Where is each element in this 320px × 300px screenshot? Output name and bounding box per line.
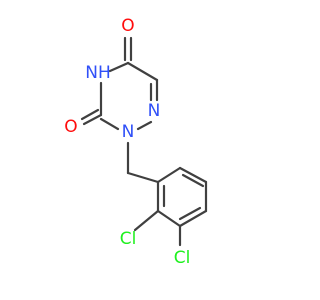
oxygen-label-top: O [121,16,134,36]
chlorine-label-2: Cl [174,248,191,268]
bonds [80,36,208,247]
bond-ar-2b [181,173,205,188]
bond-c5-c6 [126,61,159,82]
bond-ar-4b [178,206,202,221]
bond-c3-o-b [80,108,100,121]
bond-ch2-ar [126,171,160,184]
bond-ar-5 [156,209,182,228]
nitrogen-label-left: N [122,122,135,142]
bond-n1-n2 [136,120,153,131]
atom-labels: O NH N N O Cl Cl [64,16,190,268]
oxygen-label-left: O [64,117,77,137]
bond-n4-c5 [108,61,130,73]
bond-ar-2 [178,166,208,184]
bond-c-cl1 [133,209,160,232]
bond-ar-1 [156,166,182,184]
bond-n2-c3 [99,117,120,131]
nitrogen-label-right: N [148,101,161,121]
nh-label: NH [85,63,111,83]
bond-c3-o-a [82,113,103,126]
structure-diagram: O NH N N O Cl Cl [64,16,208,268]
bond-ar-4 [178,209,208,228]
chlorine-label-1: Cl [120,229,137,249]
